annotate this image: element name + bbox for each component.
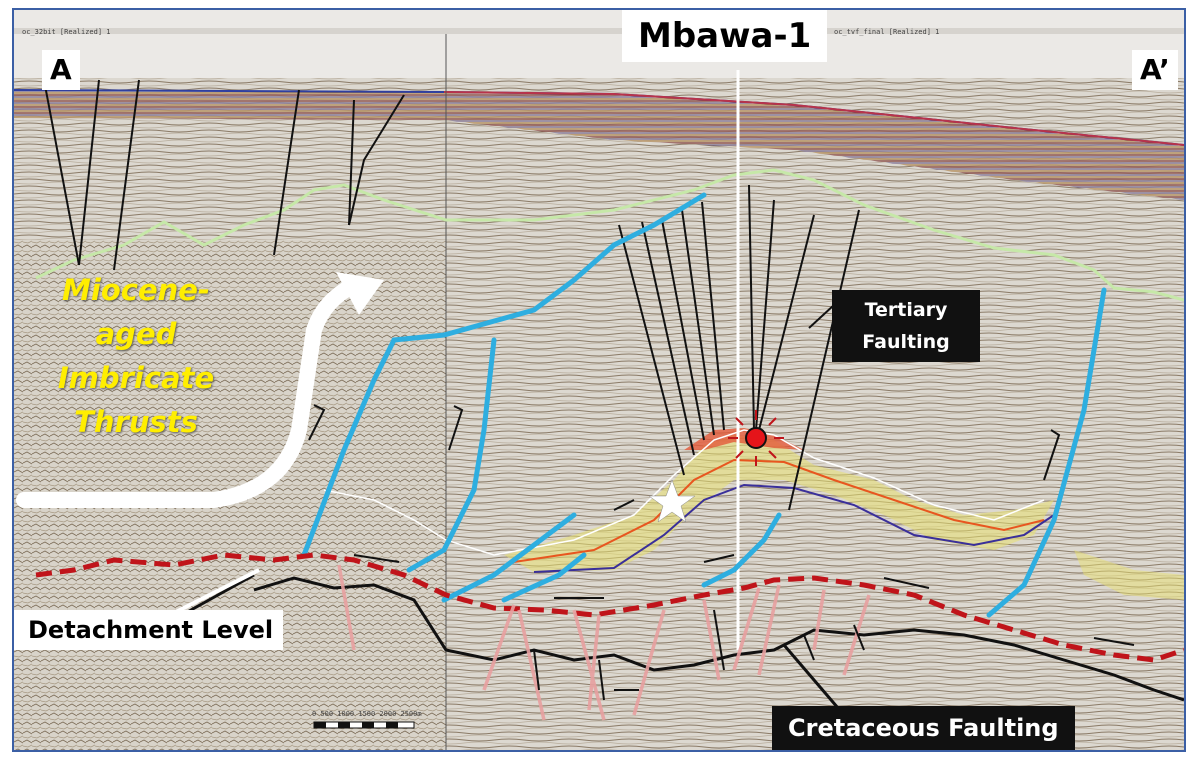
imbricate-arrow: [16, 277, 362, 508]
cretaceous-faults: [337, 564, 871, 721]
cretaceous-leader: [782, 644, 846, 716]
imbricate-line-4: Thrusts: [74, 405, 198, 439]
right-section-header: oc_tvf_final [Realized] 1: [834, 28, 940, 36]
imbricate-line-1: Miocene-: [62, 273, 210, 307]
reservoir-fill: [504, 435, 1054, 572]
imbricate-line-3: Imbricate: [57, 361, 215, 395]
scale-bar-ticks: 0 500 1000 1500 2000 2500m: [312, 710, 422, 718]
seafloor-horizon-red: [443, 91, 1184, 146]
end-label-a-prime: A’: [1132, 50, 1178, 90]
detachment-level-label: Detachment Level: [14, 610, 284, 650]
slip-arrows: [308, 404, 1135, 646]
top-reservoir-horizon: [323, 429, 1045, 556]
shallow-reflectors: [14, 90, 1184, 200]
orange-horizon: [513, 458, 1045, 563]
red-sun-icon: [728, 410, 784, 466]
left-section-header: oc_32bit [Realized] 1: [22, 28, 111, 36]
tertiary-line-2: Faulting: [862, 331, 950, 353]
detachment-level-line: [35, 552, 1184, 663]
basement-horizon: [253, 576, 1184, 702]
thrust-faults: [301, 192, 1107, 618]
cretaceous-faulting-label: Cretaceous Faulting: [772, 706, 1075, 750]
imbricate-arrowhead: [336, 272, 384, 315]
imbricate-line-2: aged: [95, 317, 177, 351]
tertiary-pointer: [808, 304, 835, 329]
end-label-a: A: [42, 50, 80, 90]
white-star-icon: [648, 479, 696, 523]
tertiary-line-1: Tertiary: [864, 299, 948, 321]
imbricate-label: Miocene- aged Imbricate Thrusts: [26, 268, 246, 444]
scale-bar: [313, 721, 415, 729]
basement-faults: [533, 609, 865, 701]
reservoir-fill-east: [1074, 550, 1184, 600]
sky-area: [14, 10, 1184, 78]
header-strip: [14, 28, 1184, 34]
well-label: Mbawa-1: [622, 10, 828, 62]
green-horizon: [35, 168, 1184, 302]
tertiary-faulting-label: Tertiary Faulting: [832, 290, 980, 362]
figure-frame: oc_32bit [Realized] 1 oc_tvf_final [Real…: [12, 8, 1186, 752]
tertiary-faults: [618, 184, 860, 511]
shallow-faults-left: [43, 79, 405, 271]
